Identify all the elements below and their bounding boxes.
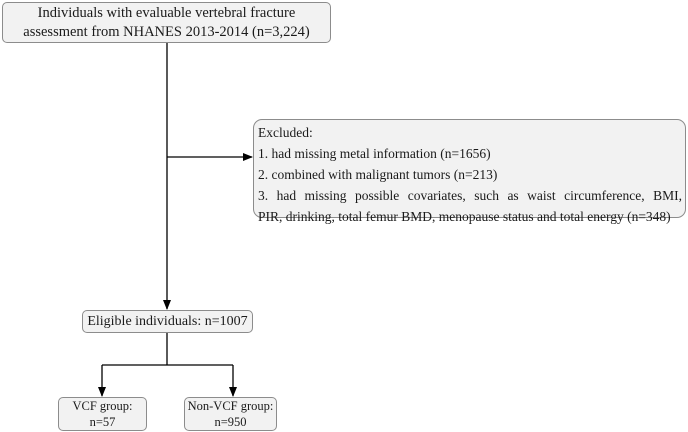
source-line-2: assessment from NHANES 2013-2014 (n=3,22… [23,23,310,40]
excluded-box: Excluded: 1. had missing metal informati… [253,119,686,224]
vcf-group-box: VCF group: n=57 [58,397,147,431]
eligible-text: Eligible individuals: n=1007 [87,314,248,329]
source-population-box: Individuals with evaluable vertebral fra… [2,2,331,43]
excluded-item-1: 1. had missing metal information (n=1656… [258,146,491,161]
eligible-box: Eligible individuals: n=1007 [82,310,253,333]
excluded-item-2: 2. combined with malignant tumors (n=213… [258,167,498,182]
excluded-item-3-continued: PIR, drinking, total femur BMD, menopaus… [258,209,671,224]
nonvcf-label: Non-VCF group: [187,399,274,413]
excluded-title: Excluded: [258,125,313,140]
vcf-label: VCF group: [72,399,133,413]
nonvcf-count: n=950 [214,414,247,429]
excluded-item-3: 3. had missing possible covariates, such… [258,188,682,203]
vcf-count: n=57 [89,414,116,429]
source-line-1: Individuals with evaluable vertebral fra… [37,5,296,21]
nonvcf-group-box: Non-VCF group: n=950 [184,397,277,431]
